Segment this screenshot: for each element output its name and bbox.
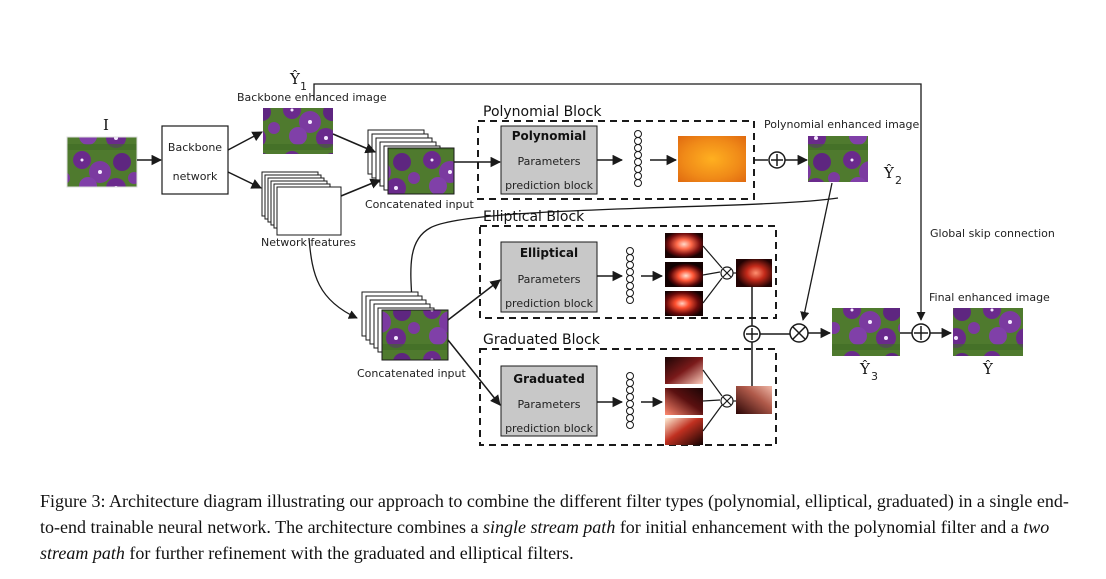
backbone-label-line2: network <box>173 170 218 183</box>
backbone-box <box>161 125 229 195</box>
ell-block-title: Elliptical Block <box>483 209 585 225</box>
network-features-label: Network features <box>261 236 356 249</box>
yhat-symbol: Ŷ <box>982 360 994 378</box>
poly-enhanced-label: Polynomial enhanced image <box>764 118 920 131</box>
y2-subscript: 2 <box>895 174 902 187</box>
arrow-features-to-concat-bottom <box>308 237 358 319</box>
input-image <box>66 136 138 188</box>
y3-image <box>832 308 900 356</box>
y1-symbol: Ŷ <box>289 70 301 88</box>
arrow-concat-to-ell <box>447 279 501 321</box>
figure-caption: Figure 3: Architecture diagram illustrat… <box>40 488 1070 566</box>
caption-part1: Figure 3: Architecture diagram illustrat… <box>40 491 1069 537</box>
arrow-backbone-to-features <box>227 171 262 189</box>
architecture-diagram: I Backbone network Ŷ 1 Backbone enhanced… <box>66 70 1055 446</box>
elliptical-map-2 <box>665 262 703 287</box>
grad-block-frame <box>479 348 777 446</box>
ell-block-frame <box>479 225 777 319</box>
grad-block-title: Graduated Block <box>483 332 601 348</box>
concat-bottom-stack <box>361 291 449 361</box>
y3-subscript: 3 <box>871 370 878 383</box>
graduated-map-1 <box>665 357 703 384</box>
backbone-enhanced-image <box>263 108 333 154</box>
arrow-backbone-to-enhanced <box>227 131 263 151</box>
elliptical-output-map <box>736 259 772 287</box>
graduated-map-3 <box>665 418 703 445</box>
poly-pred-line3: prediction block <box>505 179 594 192</box>
ell-pred-line2: Parameters <box>518 273 581 286</box>
ell-pred-line3: prediction block <box>505 297 594 310</box>
grad-param-vector <box>626 372 634 429</box>
poly-pred-title: Polynomial <box>512 129 587 143</box>
grad-pred-box <box>500 365 598 437</box>
y3-symbol: Ŷ <box>859 360 871 378</box>
poly-pred-line2: Parameters <box>518 155 581 168</box>
backbone-enhanced-label: Backbone enhanced image <box>237 91 387 104</box>
y1-subscript: 1 <box>300 80 307 93</box>
caption-part3: for further refinement with the graduate… <box>124 543 574 563</box>
grad-pred-line2: Parameters <box>518 398 581 411</box>
arrow-y2-to-multiply <box>800 182 833 321</box>
poly-enhanced-image <box>808 136 868 182</box>
concat-top-stack <box>367 129 455 195</box>
polynomial-filter-map <box>678 136 746 182</box>
grad-pred-title: Graduated <box>513 372 585 386</box>
network-features-stack <box>261 171 342 236</box>
caption-emphasis-1: single stream path <box>482 517 616 537</box>
ell-param-vector <box>626 247 634 304</box>
input-symbol: I <box>103 116 109 134</box>
poly-param-vector <box>634 130 642 187</box>
ell-pred-title: Elliptical <box>520 246 578 260</box>
grad-pred-line3: prediction block <box>505 422 594 435</box>
concat-top-label: Concatenated input <box>365 198 475 211</box>
arrow-concat-to-grad <box>447 339 501 406</box>
final-enhanced-image <box>953 308 1023 356</box>
poly-block-title: Polynomial Block <box>483 104 602 120</box>
backbone-label-line1: Backbone <box>168 141 222 154</box>
graduated-map-2 <box>665 388 703 415</box>
final-enhanced-label: Final enhanced image <box>929 291 1050 304</box>
global-skip-label: Global skip connection <box>930 227 1055 240</box>
global-skip-connection-line <box>313 83 926 321</box>
caption-emphasis-2: two stream path <box>40 517 1050 563</box>
poly-pred-box <box>500 125 598 195</box>
caption-part2: for initial enhancement with the polynom… <box>615 517 1024 537</box>
concat-bottom-label: Concatenated input <box>357 367 467 380</box>
y2-symbol: Ŷ <box>883 164 895 182</box>
arrow-features-to-concat <box>340 178 381 197</box>
arrow-y2-to-concat-bottom <box>406 197 839 301</box>
ell-pred-box <box>500 241 598 313</box>
elliptical-map-3 <box>665 291 703 316</box>
graduated-output-map <box>736 386 772 414</box>
elliptical-map-1 <box>665 233 703 258</box>
arrow-y1-to-concat <box>332 133 376 154</box>
